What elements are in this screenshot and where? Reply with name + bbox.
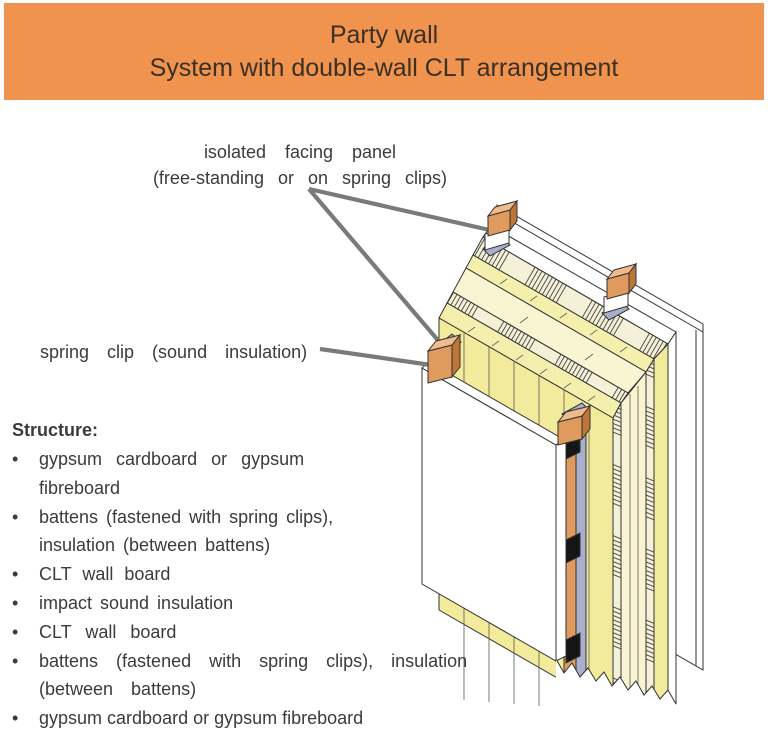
batten-block-side <box>581 404 591 441</box>
bullet-icon: • <box>12 708 19 729</box>
structure-item: • impact sound insulation <box>12 589 482 618</box>
bullet-icon: • <box>12 621 19 642</box>
title-line-2: System with double-wall CLT arrangement <box>149 53 619 82</box>
batten-block-side <box>628 262 637 295</box>
isolated-facing-panel <box>421 361 567 662</box>
title-banner: Party wall System with double-wall CLT a… <box>4 3 764 100</box>
batten-block-side <box>451 333 461 379</box>
structure-item: • gypsum cardboard or gypsum fibreboard <box>12 445 482 503</box>
structure-item-line: fibreboard <box>39 477 121 498</box>
top-cross-section <box>438 225 677 419</box>
leader-line-spring-clip <box>319 346 439 369</box>
batten-block-panel-corner <box>426 333 462 384</box>
bullet-icon: • <box>12 506 19 527</box>
bullet-icon: • <box>12 650 19 671</box>
structure-item-line: battens (fastened with spring clips), in… <box>39 650 468 671</box>
structure-item: • battens (fastened with spring clips), … <box>12 647 482 705</box>
clt-plank-ticks <box>499 278 628 353</box>
batten-block-top-left <box>482 199 519 257</box>
leader-line-facing-panel-left <box>307 187 444 347</box>
structure-list: Structure: • gypsum cardboard or gypsum … <box>12 416 482 733</box>
structure-heading: Structure: <box>12 420 99 440</box>
label-isolated-facing-panel: isolated facing panel (free-standing or … <box>120 139 480 191</box>
bullet-icon: • <box>12 564 19 585</box>
batten-block-right <box>601 262 638 321</box>
batten-block-rail-top <box>556 402 592 446</box>
structure-item-line: (between battens) <box>39 679 197 700</box>
structure-item-line: CLT wall board <box>39 564 171 585</box>
structure-item-line: CLT wall board <box>39 621 177 642</box>
leader-line-facing-panel-top <box>308 186 495 234</box>
structure-item-line: impact sound insulation <box>39 592 234 613</box>
structure-item: • CLT wall board <box>12 560 482 589</box>
clt-plank-ticks <box>467 326 596 402</box>
label-spring-clip: spring clip (sound insulation) <box>40 342 308 362</box>
bottom-zigzag-cut <box>555 658 677 733</box>
impact-insulation-edge-strip <box>612 402 622 707</box>
battens-insulation-edge-strip <box>645 357 655 709</box>
structure-item: • gypsum cardboard or gypsum fibreboard <box>12 704 482 733</box>
structure-item-line: gypsum cardboard or gypsum fibreboard <box>39 708 364 729</box>
structure-item-line: gypsum cardboard or gypsum <box>39 449 305 469</box>
back-clt-edge-strip <box>620 370 647 709</box>
batten-edge-strip <box>653 342 669 707</box>
batten-block-side <box>509 199 518 232</box>
structure-item: • CLT wall board <box>12 618 482 647</box>
title-line-1: Party wall <box>329 20 439 49</box>
structure-item-line: battens (fastened with spring clips), <box>39 506 334 527</box>
clt-plank-ticks <box>519 316 594 361</box>
batten-block <box>427 344 453 384</box>
back-panel-edge-strip <box>667 330 677 705</box>
bullet-icon: • <box>12 449 19 469</box>
structure-item: • battens (fastened with spring clips), … <box>12 503 482 561</box>
label-facing-line-2: (free-standing or on spring clips) <box>152 168 448 188</box>
structure-item-line: insulation (between battens) <box>39 535 271 556</box>
batten-rail <box>563 424 587 701</box>
spring-clip-rail <box>575 424 587 701</box>
leader-lines <box>307 186 495 369</box>
label-facing-line-1: isolated facing panel <box>203 142 397 162</box>
bullet-icon: • <box>12 592 19 613</box>
